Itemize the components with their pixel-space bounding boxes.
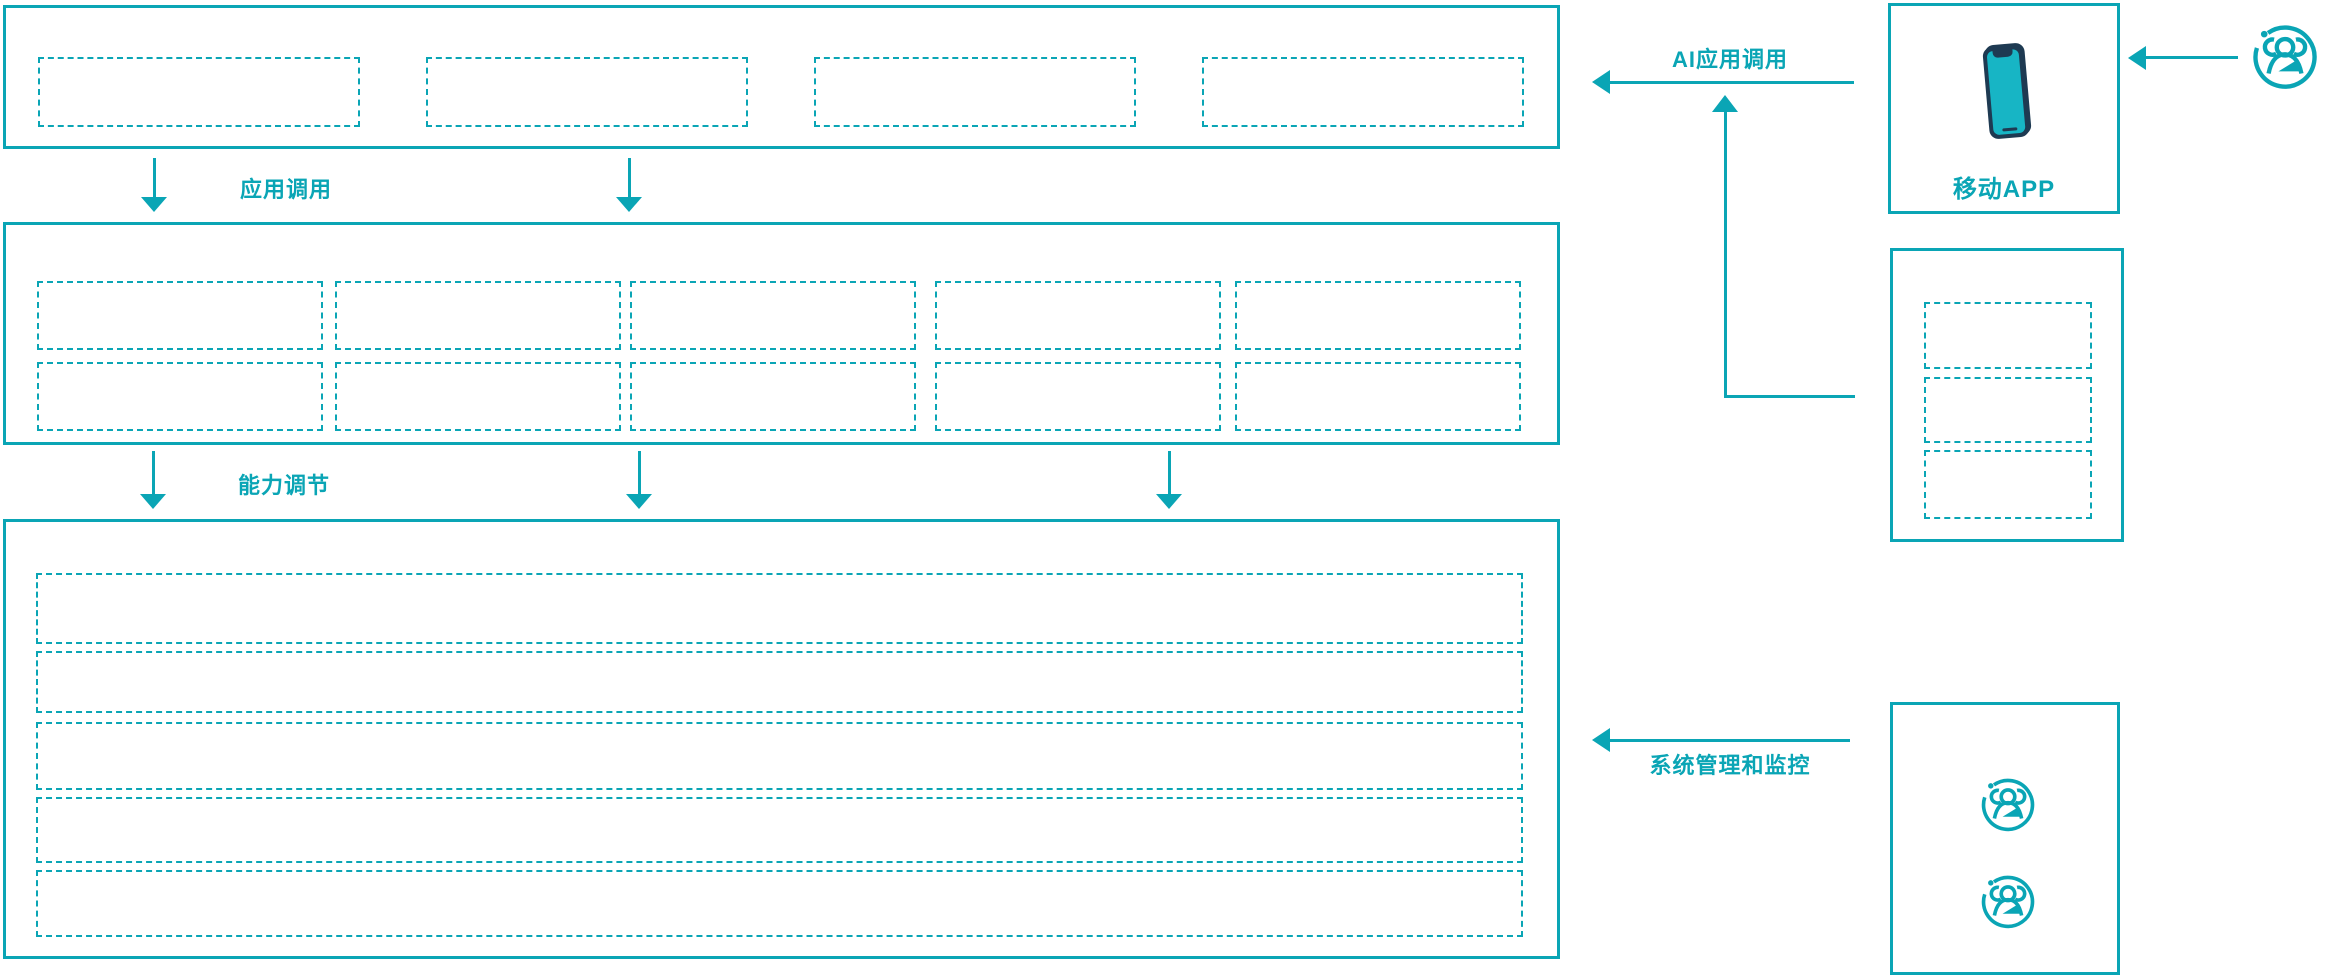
placeholder-box [37,281,323,350]
down-arrow-line [152,451,155,495]
down-arrow-head [616,197,642,212]
admin-users-box [1890,702,2120,975]
sys-mgmt-arrow-head [1592,728,1610,752]
elbow-connector-horizontal [1724,395,1855,398]
right-services-box [1890,248,2124,542]
placeholder-row [36,651,1523,713]
placeholder-box [1924,377,2092,443]
app-call-label: 应用调用 [240,177,333,202]
placeholder-row [36,797,1523,863]
placeholder-box [426,57,748,127]
down-arrow-head [140,494,166,509]
system-mgmt-label: 系统管理和监控 [1649,753,1811,778]
mobile-app-box: 移动APP [1888,3,2120,214]
placeholder-box [935,362,1221,431]
ai-call-arrow-line [1608,81,1854,84]
placeholder-box [335,362,621,431]
ai-call-arrow-head [1592,70,1610,94]
ai-app-call-label: AI应用调用 [1671,47,1788,72]
up-arrow-head [1712,95,1738,112]
down-arrow-line [1168,451,1171,495]
users-group-icon [1979,872,2037,930]
down-arrow-line [153,158,156,198]
placeholder-box [1202,57,1524,127]
placeholder-box [1924,302,2092,369]
user-arrow-head [2128,46,2146,70]
placeholder-box [1924,450,2092,519]
down-arrow-head [1156,494,1182,509]
sys-mgmt-arrow-line [1608,739,1850,742]
placeholder-box [935,281,1221,350]
placeholder-box [814,57,1136,127]
users-group-icon [1979,775,2037,833]
placeholder-box [630,362,916,431]
capability-adjust-label: 能力调节 [238,473,331,498]
mobile-app-label: 移动APP [1952,176,2056,203]
placeholder-box [1235,362,1521,431]
mobile-phone-icon [1969,32,2045,150]
down-arrow-head [141,197,167,212]
placeholder-box [38,57,360,127]
down-arrow-line [628,158,631,198]
elbow-connector-vertical [1724,111,1727,398]
users-group-icon [2250,21,2320,91]
placeholder-row [36,722,1523,790]
top-layer-box [3,5,1560,149]
middle-layer-box [3,222,1560,445]
placeholder-box [37,362,323,431]
bottom-layer-box [3,519,1560,959]
placeholder-row [36,870,1523,937]
placeholder-box [335,281,621,350]
placeholder-row [36,573,1523,644]
placeholder-box [1235,281,1521,350]
placeholder-box [630,281,916,350]
down-arrow-line [638,451,641,495]
down-arrow-head [626,494,652,509]
user-arrow-line [2146,56,2238,59]
